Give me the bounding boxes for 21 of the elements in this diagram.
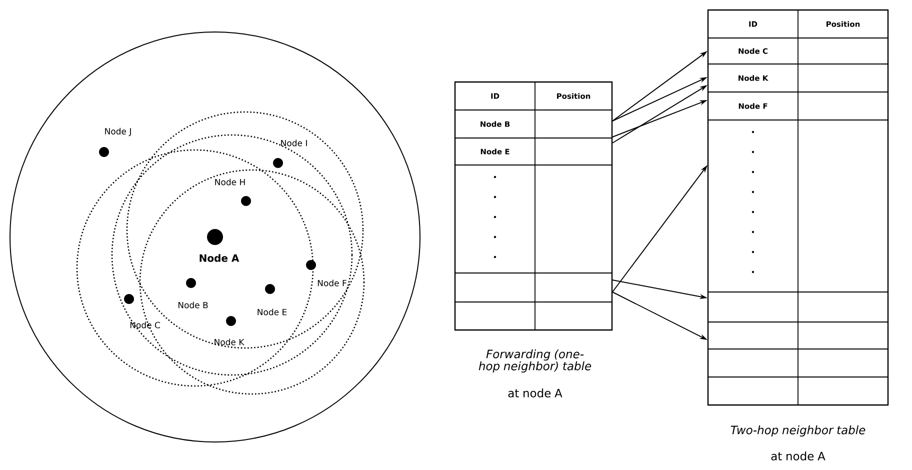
table-row (708, 292, 888, 322)
node-label: Node A (200, 254, 240, 262)
table-row (708, 120, 888, 292)
table-caption: Two-hop neighbor table (730, 425, 866, 437)
table-caption: at node A (508, 388, 562, 398)
node-label: Node E (258, 308, 287, 316)
node-label: Node B (178, 302, 208, 308)
table-row (708, 376, 888, 406)
node-label: Node J (105, 128, 131, 136)
table-caption: Forwarding (one-hop neighbor) table (478, 349, 592, 373)
table-row (454, 164, 612, 274)
node-label: Node K (214, 338, 244, 346)
table-row (454, 272, 612, 302)
node-label: Node I (281, 140, 307, 146)
node-label: Node F (318, 280, 346, 286)
table-caption: at node A (771, 452, 826, 460)
table-row (454, 302, 612, 330)
table-row (708, 348, 888, 378)
table-row (708, 322, 888, 350)
node-label: Node C (130, 322, 160, 328)
node-label: Node H (215, 178, 245, 186)
